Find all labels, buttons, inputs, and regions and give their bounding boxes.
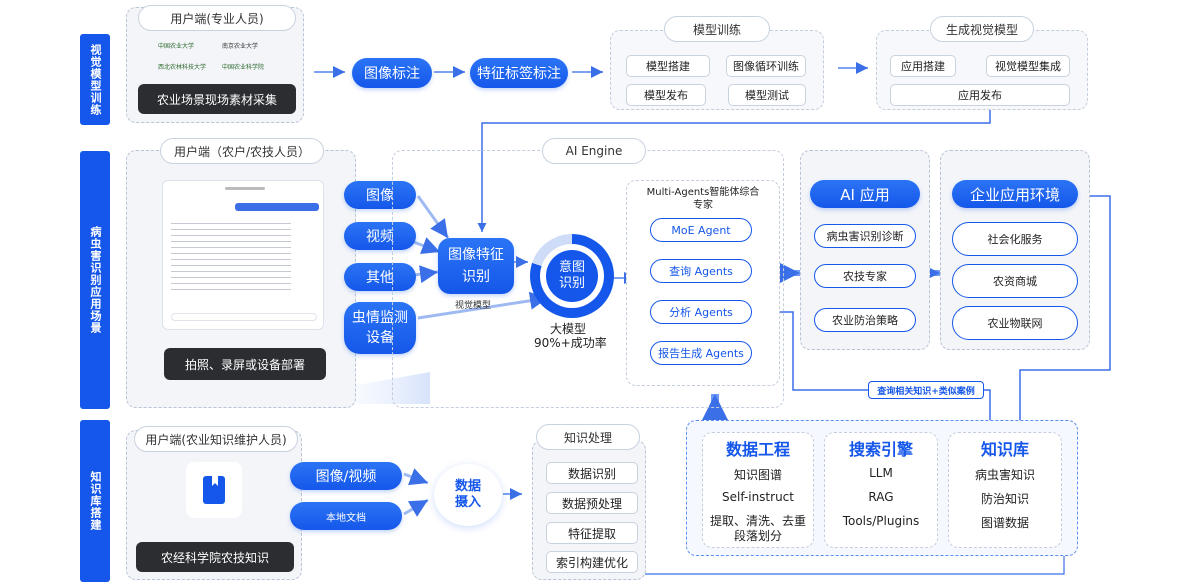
search-item-llm: LLM <box>869 466 893 480</box>
chat-user-bubble <box>235 203 319 211</box>
chat-input-bar[interactable] <box>171 313 317 321</box>
chat-reply-block <box>171 223 291 293</box>
vision-model-caption: 视觉模型 <box>455 301 492 311</box>
kb-item-graph-data: 图谱数据 <box>980 516 1029 530</box>
data-ingest-label: 数据摄入 <box>454 479 481 510</box>
image-feature-recognition[interactable]: 图像特征识别 <box>438 238 514 294</box>
ai-app-diagnosis[interactable]: 病虫害识别诊断 <box>814 224 916 248</box>
knowledge-source-label: 农经科学院农技知识 <box>136 542 294 572</box>
input-pest-monitor[interactable]: 虫情监测设备 <box>344 302 416 354</box>
farmer-user-tag: 用户端（农户/农技人员） <box>160 138 324 164</box>
feature-label-button[interactable]: 特征标签标注 <box>470 58 568 88</box>
side-label-knowledge: 知识库搭建 <box>80 420 110 582</box>
gen-title: 生成视觉模型 <box>930 16 1034 42</box>
kb-item-control: 防治知识 <box>980 492 1029 506</box>
chat-header-bar <box>225 187 265 190</box>
input-other[interactable]: 其他 <box>344 263 416 291</box>
logo-nwafu: 西北农林科技大学 <box>158 64 207 71</box>
ent-iot[interactable]: 农业物联网 <box>952 306 1078 340</box>
proc-preprocess[interactable]: 数据预处理 <box>546 492 638 514</box>
data-eng-item-self-instruct: Self-instruct <box>722 490 794 504</box>
intent-recognition-ring: 意图识别 <box>530 234 614 318</box>
data-engineering-title: 数据工程 <box>725 440 790 459</box>
ai-app-strategy[interactable]: 农业防治策略 <box>814 308 916 332</box>
search-item-rag: RAG <box>868 490 894 504</box>
success-rate-label: 90%+成功率 <box>534 336 607 350</box>
agent-report[interactable]: 报告生成 Agents <box>650 341 752 365</box>
query-knowledge-label: 查询相关知识+类似案例 <box>868 381 984 399</box>
input-image-video[interactable]: 图像/视频 <box>290 462 402 490</box>
collect-label: 农业场景现场素材采集 <box>138 84 296 114</box>
input-video[interactable]: 视频 <box>344 222 416 250</box>
intent-label: 意图识别 <box>546 250 598 302</box>
input-image[interactable]: 图像 <box>344 181 416 209</box>
gen-integrate[interactable]: 视觉模型集成 <box>986 55 1070 77</box>
ent-social-service[interactable]: 社会化服务 <box>952 222 1078 256</box>
input-local-docs[interactable]: 本地文档 <box>290 502 402 530</box>
enterprise-title: 企业应用环境 <box>952 180 1078 208</box>
agent-query[interactable]: 查询 Agents <box>650 259 752 283</box>
phone-screenshot <box>162 180 324 330</box>
ent-mall[interactable]: 农资商城 <box>952 264 1078 298</box>
ai-app-title: AI 应用 <box>810 180 920 208</box>
search-item-tools: Tools/Plugins <box>842 514 920 528</box>
agents-title: Multi-Agents智能体综合专家 <box>646 187 760 211</box>
capture-label: 拍照、录屏或设备部署 <box>164 348 326 380</box>
knowledge-proc-title: 知识处理 <box>536 424 640 450</box>
search-engine-title: 搜索引擎 <box>848 440 913 459</box>
training-loop[interactable]: 图像循环训练 <box>726 55 806 77</box>
logo-njau: 南京农业大学 <box>222 43 259 50</box>
proc-data-recognition[interactable]: 数据识别 <box>546 462 638 484</box>
gen-build[interactable]: 应用搭建 <box>890 55 956 77</box>
knowledge-book-icon <box>186 462 242 518</box>
data-eng-item-clean: 提取、清洗、去重段落划分 <box>709 514 806 543</box>
ai-app-expert[interactable]: 农技专家 <box>814 264 916 288</box>
training-publish[interactable]: 模型发布 <box>626 84 706 106</box>
gen-publish[interactable]: 应用发布 <box>890 84 1070 106</box>
university-logos: 中国农业大学 南京农业大学 西北农林科技大学 中国农业科学院 <box>152 38 282 76</box>
data-eng-item-graph: 知识图谱 <box>733 468 782 482</box>
maintainer-tag: 用户端(农业知识维护人员) <box>134 426 298 452</box>
agent-moe[interactable]: MoE Agent <box>650 218 752 242</box>
training-build[interactable]: 模型搭建 <box>626 55 710 77</box>
knowledge-base-title: 知识库 <box>980 440 1029 459</box>
training-title: 模型训练 <box>664 16 770 42</box>
ai-engine-title: AI Engine <box>542 138 646 164</box>
training-test[interactable]: 模型测试 <box>728 84 806 106</box>
logo-caas: 中国农业科学院 <box>222 64 265 71</box>
side-label-training: 视觉模型训练 <box>80 34 110 125</box>
search-engine-column <box>824 432 938 548</box>
pro-user-tag: 用户端(专业人员) <box>138 5 296 31</box>
image-label-button[interactable]: 图像标注 <box>352 58 432 88</box>
proc-index-build[interactable]: 索引构建优化 <box>546 551 638 573</box>
data-engineering-column <box>702 432 814 548</box>
knowledge-base-column <box>948 432 1062 548</box>
kb-item-pest: 病虫害知识 <box>974 468 1035 482</box>
logo-cau: 中国农业大学 <box>158 43 195 50</box>
data-ingest-circle: 数据摄入 <box>434 464 502 526</box>
agent-analysis[interactable]: 分析 Agents <box>650 300 752 324</box>
intent-recognition-core: 意图识别 <box>540 244 604 308</box>
side-label-scenario: 病虫害识别应用场景 <box>80 151 110 409</box>
proc-feature-extract[interactable]: 特征提取 <box>546 522 638 544</box>
big-model-label: 大模型 <box>550 322 587 336</box>
